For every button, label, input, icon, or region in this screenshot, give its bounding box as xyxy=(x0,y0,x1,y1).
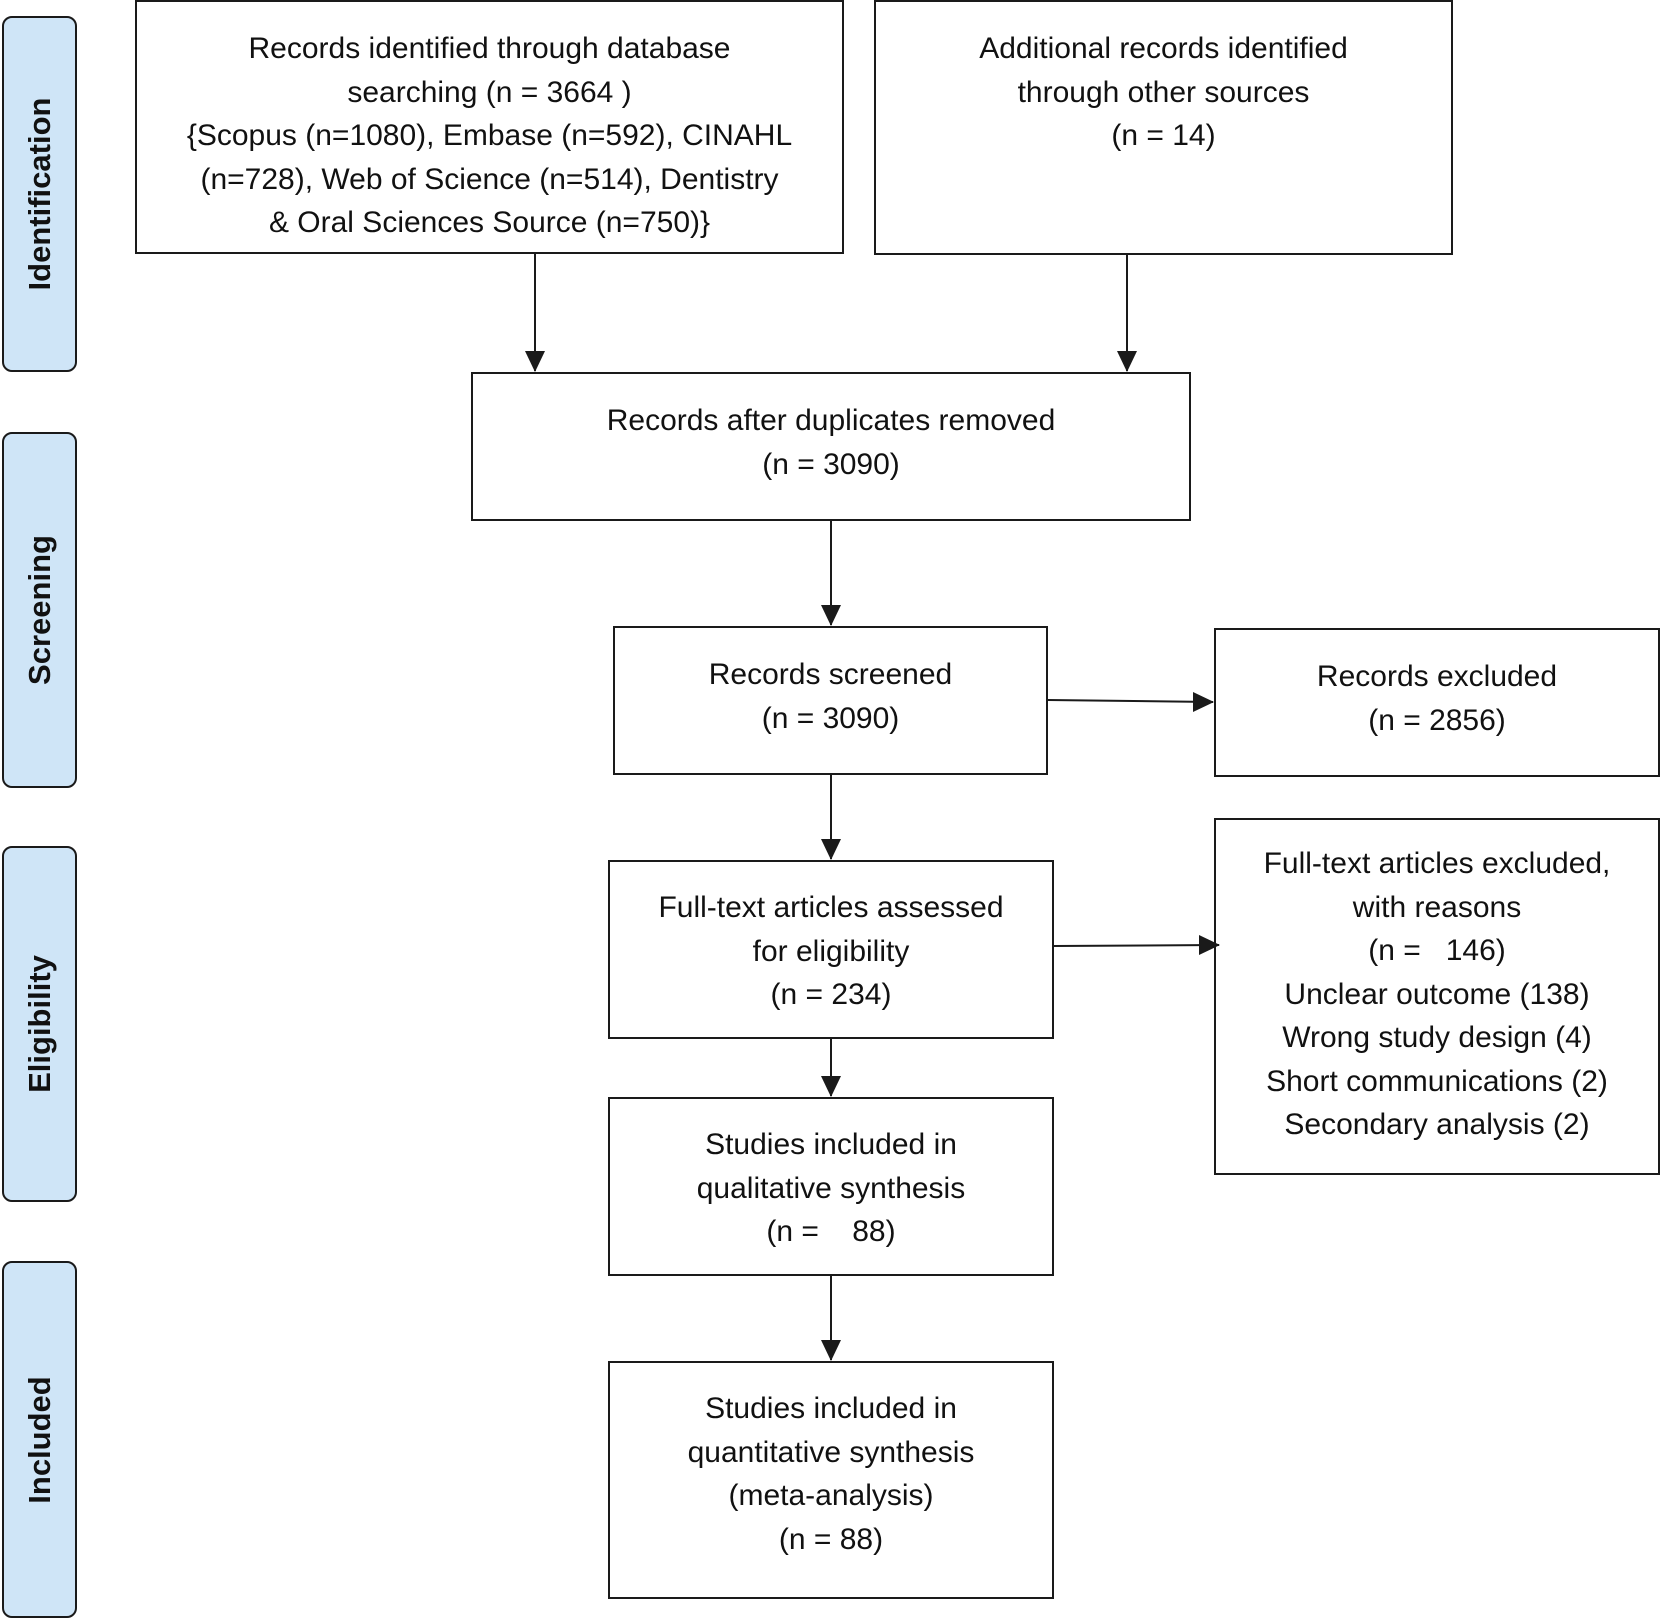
arrowhead xyxy=(1199,935,1220,955)
box-line: (n = 3090) xyxy=(762,447,900,481)
box-line: Records after duplicates removed xyxy=(606,404,1056,437)
records-screened-box: Records screened (n = 3090) xyxy=(613,626,1048,775)
box-line: with reasons xyxy=(1352,890,1522,924)
arrowhead xyxy=(1193,692,1214,712)
phase-screening: Screening xyxy=(2,432,77,788)
box-line: Records identified through database xyxy=(248,32,731,65)
box-line: quantitative synthesis xyxy=(687,1435,975,1469)
fulltext-excluded-box: Full-text articles excluded, with reason… xyxy=(1214,818,1660,1175)
database-search-box: Records identified through database sear… xyxy=(135,0,844,254)
box-line: Records excluded xyxy=(1316,660,1558,693)
arrowhead xyxy=(525,351,545,372)
phase-eligibility: Eligibility xyxy=(2,846,77,1202)
arrowhead xyxy=(821,1340,841,1361)
box-line: for eligibility xyxy=(752,934,910,968)
box-line: (n = 3090) xyxy=(761,701,900,735)
duplicates-removed-box: Records after duplicates removed (n = 30… xyxy=(471,372,1191,521)
box-line: Additional records identified xyxy=(979,32,1348,65)
box-line: (n = 146) xyxy=(1368,934,1506,967)
box-line: through other sources xyxy=(1017,75,1310,109)
box-line: (n = 14) xyxy=(1111,119,1216,152)
box-line: Full-text articles excluded, xyxy=(1263,847,1611,880)
phase-identification: Identification xyxy=(2,16,77,372)
qualitative-synthesis-box: Studies included in qualitative synthesi… xyxy=(608,1097,1054,1276)
box-line: Wrong study design (4) xyxy=(1282,1021,1592,1054)
box-line: (n = 88) xyxy=(766,1215,896,1248)
box-line: (n = 88) xyxy=(778,1522,884,1556)
arrow-fulltext-to-excluded xyxy=(1053,944,1220,947)
box-line: qualitative synthesis xyxy=(696,1171,966,1205)
box-line: (n=728), Web of Science (n=514), Dentist… xyxy=(200,162,779,196)
arrowhead xyxy=(821,1076,841,1097)
other-sources-box: Additional records identified through ot… xyxy=(874,0,1453,255)
box-line: (meta-analysis) xyxy=(728,1479,934,1512)
quantitative-synthesis-box: Studies included in quantitative synthes… xyxy=(608,1361,1054,1599)
box-line: Unclear outcome (138) xyxy=(1284,977,1590,1011)
box-line: (n = 234) xyxy=(770,978,892,1011)
box-line: Studies included in xyxy=(705,1392,957,1425)
box-line: (n = 2856) xyxy=(1368,703,1506,737)
box-line: & Oral Sciences Source (n=750)} xyxy=(268,206,711,239)
box-line: Full-text articles assessed xyxy=(658,891,1004,924)
arrow-screened-to-excluded xyxy=(1047,699,1214,703)
phase-included: Included xyxy=(2,1261,77,1618)
records-excluded-box: Records excluded (n = 2856) xyxy=(1214,628,1660,777)
box-line: Records screened xyxy=(708,658,953,691)
box-line: searching (n = 3664 ) xyxy=(347,75,632,109)
box-line: Studies included in xyxy=(705,1128,957,1161)
box-line: Short communications (2) xyxy=(1266,1064,1608,1098)
box-line: Secondary analysis (2) xyxy=(1284,1108,1590,1141)
arrowhead xyxy=(821,839,841,860)
fulltext-assessed-box: Full-text articles assessed for eligibil… xyxy=(608,860,1054,1039)
box-line: {Scopus (n=1080), Embase (n=592), CINAHL xyxy=(186,119,793,152)
arrowhead xyxy=(821,605,841,626)
arrowhead xyxy=(1117,351,1137,372)
